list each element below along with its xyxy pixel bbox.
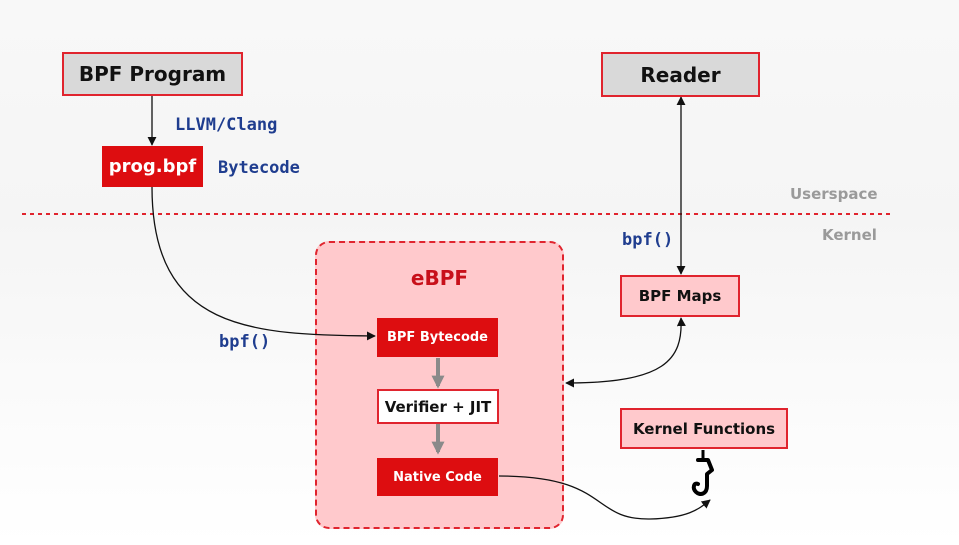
bpf-maps-node: BPF Maps — [620, 275, 740, 317]
llvm-clang-label: LLVM/Clang — [175, 115, 278, 135]
bpf-syscall-label-left: bpf() — [219, 332, 271, 352]
reader-node: Reader — [601, 52, 760, 97]
bytecode-label: Bytecode — [218, 158, 300, 178]
kernel-functions-node: Kernel Functions — [620, 408, 788, 449]
userspace-label: Userspace — [790, 185, 878, 203]
verifier-jit-node: Verifier + JIT — [377, 389, 499, 424]
hook-icon — [691, 450, 714, 496]
bpf-bytecode-node: BPF Bytecode — [377, 318, 498, 357]
prog-bpf-node: prog.bpf — [102, 146, 203, 187]
bpf-syscall-label-right: bpf() — [622, 230, 674, 250]
ebpf-title: eBPF — [410, 266, 469, 290]
kernel-label: Kernel — [822, 226, 877, 244]
bpf-program-node: BPF Program — [62, 52, 243, 96]
native-to-hook-arrow — [498, 475, 711, 520]
maps-ebpf-arrow — [565, 317, 686, 388]
load-program-arrow — [151, 186, 376, 341]
native-code-node: Native Code — [377, 458, 498, 496]
